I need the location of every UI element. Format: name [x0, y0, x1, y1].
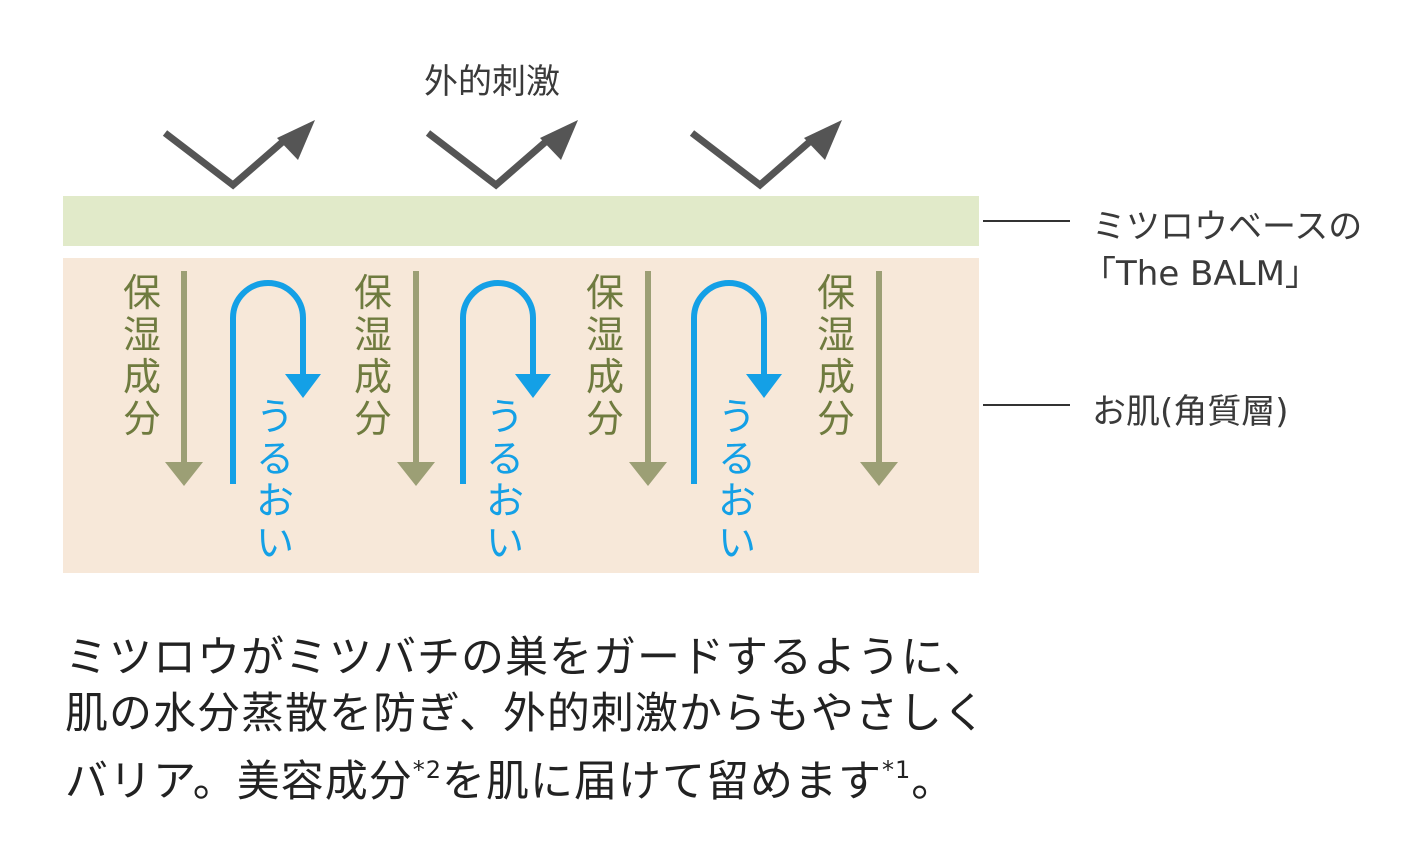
hydration-arrows: [230, 280, 782, 484]
down-arrow-icon: [629, 271, 667, 486]
caption-text: ミツロウがミツバチの巣をガードするように、 肌の水分蒸散を防ぎ、外的刺激からもや…: [65, 630, 1365, 810]
caption-line-3-a: バリア。美容成分: [65, 757, 413, 807]
bounce-arrow-icon: [425, 120, 578, 190]
caption-line-1: ミツロウがミツバチの巣をガードするように、: [65, 633, 988, 683]
caption-line-3-c: 。: [911, 757, 956, 807]
balm-label-line2: 「The BALM」: [1082, 254, 1319, 294]
u-turn-arrow-icon: [230, 280, 321, 484]
down-arrow-icon: [860, 271, 898, 486]
balm-label-line1: ミツロウベースの: [1092, 207, 1363, 247]
caption-line-2: 肌の水分蒸散を防ぎ、外的刺激からもやさしく: [65, 689, 987, 739]
moisture-label: 保湿成分: [816, 271, 855, 441]
moisture-label: 保湿成分: [353, 271, 392, 441]
moisture-arrows: [165, 271, 898, 486]
hydration-label: うるおい: [255, 395, 294, 565]
diagram-title: 外的刺激: [424, 62, 560, 102]
caption-line-3: バリア。美容成分*2を肌に届けて留めます*1。: [65, 742, 1365, 810]
caption-line-3-b: を肌に届けて留めます: [441, 757, 882, 807]
skin-label: お肌(角質層): [1092, 392, 1289, 432]
bounce-arrow-icon: [689, 120, 842, 190]
u-turn-arrow-icon: [691, 280, 782, 484]
balm-layer: [63, 196, 979, 246]
u-turn-arrow-icon: [460, 280, 551, 484]
down-arrow-icon: [397, 271, 435, 486]
stimulus-arrows: [162, 120, 842, 190]
skin-layer: [63, 258, 979, 573]
moisture-label: 保湿成分: [585, 271, 624, 441]
hydration-label: うるおい: [717, 395, 756, 565]
bounce-arrow-icon: [162, 120, 315, 190]
footnote-2: *2: [412, 756, 442, 784]
footnote-1: *1: [881, 756, 912, 784]
hydration-label: うるおい: [485, 395, 524, 565]
moisture-label: 保湿成分: [122, 271, 161, 441]
down-arrow-icon: [165, 271, 203, 486]
